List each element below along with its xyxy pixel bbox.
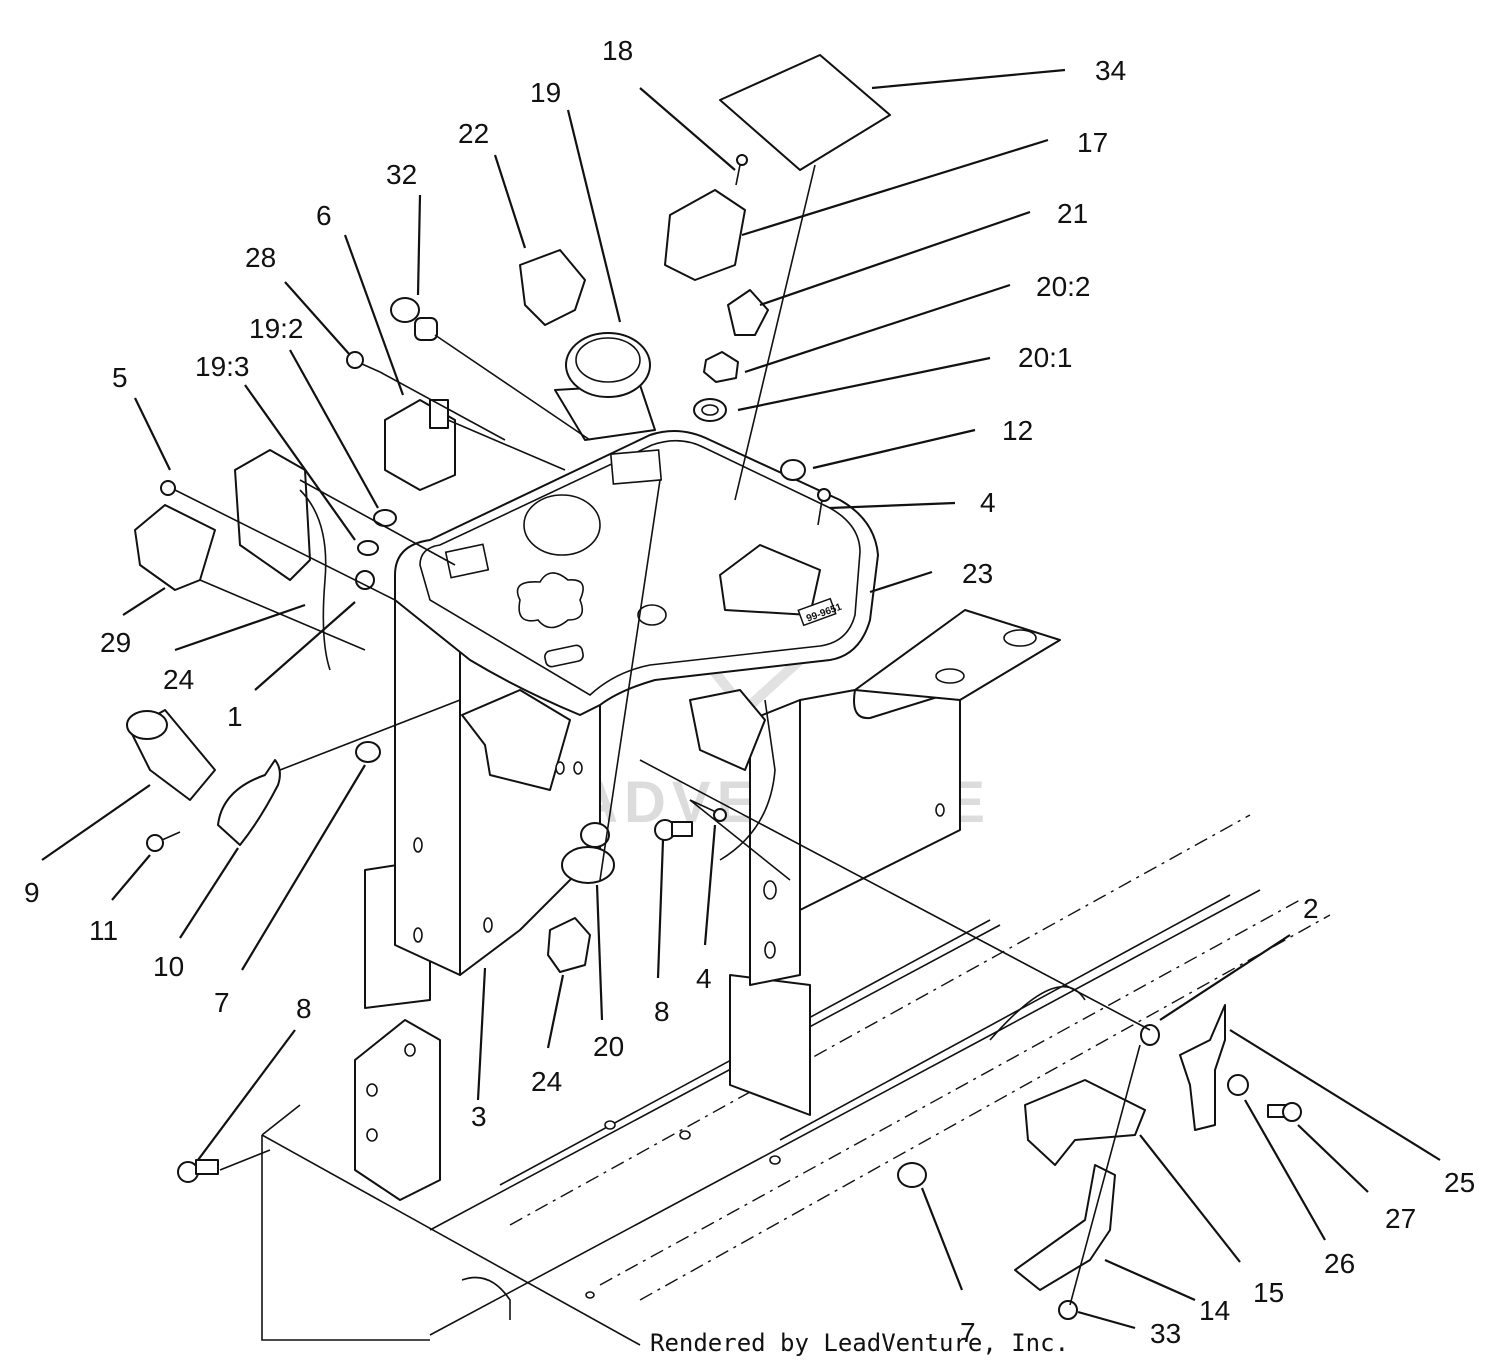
callout-24-bottom: 24: [531, 1066, 562, 1097]
nut-part-19-3: [357, 540, 379, 556]
callout-8-mid: 8: [654, 996, 670, 1027]
screw-part-18: [735, 154, 748, 186]
lower-bracket: [354, 1019, 441, 1201]
cover-part-17: [664, 189, 746, 281]
callout-28: 28: [245, 242, 276, 273]
callout-27: 27: [1385, 1203, 1416, 1234]
callout-11: 11: [89, 915, 118, 946]
callout-20-1: 20:1: [1018, 342, 1073, 373]
callout-17: 17: [1077, 127, 1108, 158]
part-21: [727, 289, 769, 336]
part-29: [134, 504, 216, 591]
nut-part-5: [160, 480, 176, 496]
callout-4-bottom: 4: [696, 963, 712, 994]
screw-part-11: [146, 831, 181, 852]
callout-5: 5: [112, 362, 128, 393]
callout-7-left: 7: [214, 987, 230, 1018]
pedestal-part-3: [394, 599, 1061, 986]
nut-part-33: [1058, 1300, 1078, 1320]
callout-9: 9: [24, 877, 40, 908]
bolt-part-27: [1267, 1102, 1302, 1122]
bolt-part-8-mid: [654, 819, 693, 841]
callout-4-top: 4: [980, 487, 996, 518]
lever-part-25: [1179, 1004, 1226, 1131]
switch-bracket: [234, 449, 311, 581]
callout-2: 2: [1303, 893, 1319, 924]
callout-18: 18: [602, 35, 633, 66]
callout-24-left: 24: [163, 664, 194, 695]
callout-3: 3: [471, 1101, 487, 1132]
callout-34: 34: [1095, 55, 1126, 86]
callout-15: 15: [1253, 1277, 1284, 1308]
knob-part-32: [390, 297, 438, 341]
callout-10: 10: [153, 951, 184, 982]
bolt-part-8-low: [177, 1159, 219, 1183]
meter-part-19: [554, 332, 656, 441]
nut-part-7-bottom: [897, 1162, 927, 1188]
callout-33: 33: [1150, 1318, 1181, 1349]
callout-14: 14: [1199, 1295, 1230, 1326]
connector-part-24: [547, 917, 591, 973]
washer-part-26: [1227, 1074, 1249, 1096]
washer-part-19-2: [373, 509, 397, 527]
right-plate: [729, 974, 811, 1116]
relay-part-6: [384, 399, 456, 491]
callout-21: 21: [1057, 198, 1088, 229]
callout-19-2: 19:2: [249, 313, 304, 344]
callout-12: 12: [1002, 415, 1033, 446]
nut-part-20-2: [703, 351, 739, 383]
switch-part-22: [519, 249, 586, 326]
callout-20-2: 20:2: [1036, 271, 1091, 302]
nut-part-7-top: [355, 741, 381, 763]
decal-part-34: [719, 54, 891, 171]
screw-part-28: [346, 351, 381, 373]
callout-32: 32: [386, 159, 417, 190]
nut-part-12: [780, 459, 806, 481]
callout-7-bottom: 7: [960, 1317, 976, 1348]
clamp-part-10: [217, 759, 281, 846]
render-credit: Rendered by LeadVenture, Inc.: [650, 1329, 1069, 1357]
screw-part-4-top: [817, 488, 831, 526]
callout-labels: 34 18 19 17 22 21 32 6 20:2 28 20:1 19:2…: [24, 35, 1475, 1349]
callout-29: 29: [100, 627, 131, 658]
callout-23: 23: [962, 558, 993, 589]
leader-lines: [41, 68, 1441, 1330]
alignment-lines: [174, 164, 1151, 1306]
screw-part-4-bottom: [689, 799, 727, 822]
callout-8-left: 8: [296, 993, 312, 1024]
callout-20: 20: [593, 1031, 624, 1062]
bracket-part-14: [1014, 1164, 1116, 1291]
washer-part-2: [1140, 1024, 1160, 1046]
light-part-9: [126, 709, 216, 801]
callout-19-3: 19:3: [195, 351, 250, 382]
callout-26: 26: [1324, 1248, 1355, 1279]
callout-22: 22: [458, 118, 489, 149]
callout-19: 19: [530, 77, 561, 108]
nut-part-1: [355, 570, 375, 590]
bracket-part-15: [1024, 1079, 1146, 1166]
callout-6: 6: [316, 200, 332, 231]
callout-25: 25: [1444, 1167, 1475, 1198]
callout-1: 1: [227, 701, 243, 732]
